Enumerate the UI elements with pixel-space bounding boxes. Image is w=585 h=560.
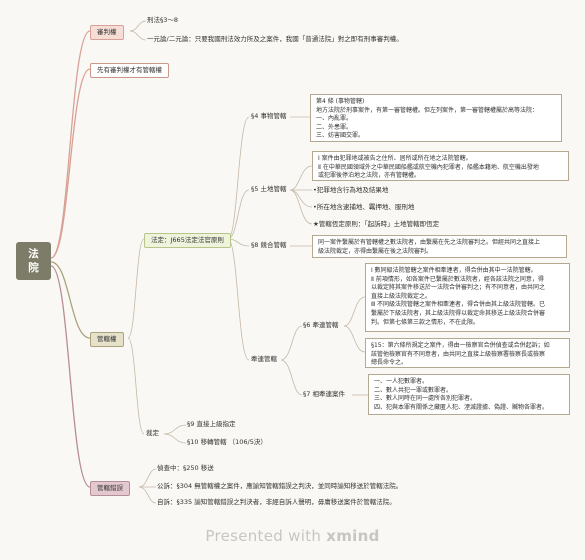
box-line: 繫屬於下級法院者，其上級法院得以裁定命其移送上級法院合併審 (371, 309, 546, 317)
box-line: 直接上級法院裁定之。 (371, 292, 432, 300)
node-s7-related-cases[interactable]: §7 相牽連案件 (303, 390, 345, 398)
node-jurisdiction[interactable]: 管轄權 (90, 332, 124, 347)
box-line: Ⅰ 數同級法院管轄之案件相牽連者，得合併由其中一法院管轄。 (371, 267, 537, 274)
box-line: 以裁定將其案件移送於一法院合併審判之；有不同意者，由共同之 (371, 284, 546, 292)
root-label-line2: 院 (28, 262, 39, 274)
node-ruling[interactable]: 裁定 (146, 429, 159, 437)
root-label-line1: 法 (28, 248, 39, 260)
node-jurisdiction-error[interactable]: 管轄錯誤 (90, 481, 130, 496)
box-line: 三、數人同時在同一處所各別犯罪者。 (374, 395, 477, 403)
box-line: 判。但第七條第三款之情形，不在此限。 (371, 318, 480, 326)
box-line: 二、外患罪。 (316, 123, 353, 131)
node-s5-territorial[interactable]: §5 土地管轄 (251, 185, 287, 193)
box-s4-article: 第4 條 (事物管轄) 地方法院於刑事案件，有第一審管轄權。但左列案件，第一審管… (310, 94, 562, 142)
box-line: 級法院裁定，亦得由繫屬在後之法院審判。 (318, 247, 433, 255)
node-crime-place[interactable]: •犯罪地含行為地及結果地 (313, 186, 389, 194)
box-s5-article: Ⅰ 案件由犯罪地或被告之住所、居所或所在地之法院管轄。 Ⅱ 在中華民國領域外之中… (312, 151, 569, 181)
box-s6-article: Ⅰ 數同級法院管轄之案件相牽連者，得合併由其中一法院管轄。 Ⅱ 前項情形，如各案… (365, 263, 570, 332)
box-line: Ⅰ 案件由犯罪地或被告之住所、居所或所在地之法院管轄。 (318, 155, 472, 162)
node-s6-related[interactable]: §6 牽連管轄 (303, 321, 339, 329)
node-investigation[interactable]: 偵查中：§250 移送 (157, 464, 214, 472)
root-node-court[interactable]: 法 院 (16, 242, 51, 280)
box-line: 或犯罪後停泊地之法院，亦有管轄權。 (318, 172, 421, 180)
box-line: 四、犯與本罪有關係之藏匿人犯、湮滅證據、偽證、贓物各罪者。 (374, 403, 549, 411)
box-line: 同一案件繫屬於有管轄權之數法院者，由繫屬在先之法院審判之。但經共同之直接上 (318, 239, 541, 246)
box-line: 總長命令之。 (371, 359, 408, 367)
box-line: 三、妨害國交罪。 (316, 132, 365, 140)
box-line: Ⅱ 前項情形，如各案件已繫屬於數法院者，經各該法院之同意，得 (371, 275, 544, 283)
box-line: 二、數人共犯一罪或數罪者。 (374, 386, 453, 394)
box-line: Ⅱ 在中華民國領域外之中華民國船艦或航空機內犯罪者，船艦本籍地、航空機出發地 (318, 163, 539, 171)
box-line: 該管他檢察官有不同意者，由共同之直接上級檢察署檢察長或檢察 (371, 350, 546, 358)
xmind-watermark: Presented with xmind (0, 527, 585, 545)
node-statutory-judge[interactable]: 法定：J665法定法官原則 (144, 233, 231, 248)
watermark-prefix: Presented with (205, 527, 327, 545)
node-public-prosecution[interactable]: 公訴：§304 無管轄權之案件，應諭知管轄錯誤之判決，並同時諭知移送於管轄法院。 (157, 482, 403, 490)
node-perpetuatio-fori[interactable]: ★管轄恆定原則：「起訴時」土地管轄即恆定 (313, 220, 440, 228)
node-s4-subject-matter[interactable]: §4 事物管轄 (251, 112, 287, 120)
node-private-prosecution[interactable]: 自訴：§335 諭知管轄錯誤之判決者，非經自訴人聲明，毋庸移送案件於管轄法院。 (157, 498, 396, 506)
box-line: §15：第六條所規定之案件，得由一檢察官合併偵查或合併起訴；如 (371, 342, 550, 349)
watermark-brand: xmind (326, 527, 380, 545)
node-criminal-law-articles[interactable]: 刑法§3～8 (147, 16, 179, 24)
node-s9-designation[interactable]: §9 直接上級指定 (187, 420, 236, 428)
box-s15-article: §15：第六條所規定之案件，得由一檢察官合併偵查或合併起訴；如 該管他檢察官有不… (365, 338, 570, 368)
node-location[interactable]: •所在地含逮捕地、羈押地、服刑地 (313, 203, 415, 211)
box-line: 一、內亂罪。 (316, 115, 353, 123)
node-monism-dualism[interactable]: 一元論/二元論：只要我國刑法效力所及之案件，我國「普通法院」對之即有刑事審判權。 (147, 35, 403, 43)
box-line: 第4 條 (事物管轄) (316, 98, 365, 105)
node-priority[interactable]: 先有審判權才有管轄權 (90, 63, 169, 78)
box-line: 地方法院於刑事案件，有第一審管轄權。但左列案件，第一審管轄權屬於高等法院： (316, 106, 539, 114)
box-s8-article: 同一案件繫屬於有管轄權之數法院者，由繫屬在先之法院審判之。但經共同之直接上 級法… (312, 235, 567, 258)
box-s7-article: 一、一人犯數罪者。 二、數人共犯一罪或數罪者。 三、數人同時在同一處所各別犯罪者… (368, 374, 570, 415)
node-related-jurisdiction[interactable]: 牽連管轄 (251, 355, 277, 363)
node-adjudication[interactable]: 審判權 (90, 25, 124, 40)
box-line: Ⅲ 不同級法院管轄之案件相牽連者，得合併由其上級法院管轄。已 (371, 301, 546, 309)
node-s10-transfer[interactable]: §10 移轉管轄 （106/5決） (187, 438, 267, 446)
box-line: 一、一人犯數罪者。 (374, 378, 429, 385)
node-s8-concurrent[interactable]: §8 競合管轄 (251, 241, 287, 249)
